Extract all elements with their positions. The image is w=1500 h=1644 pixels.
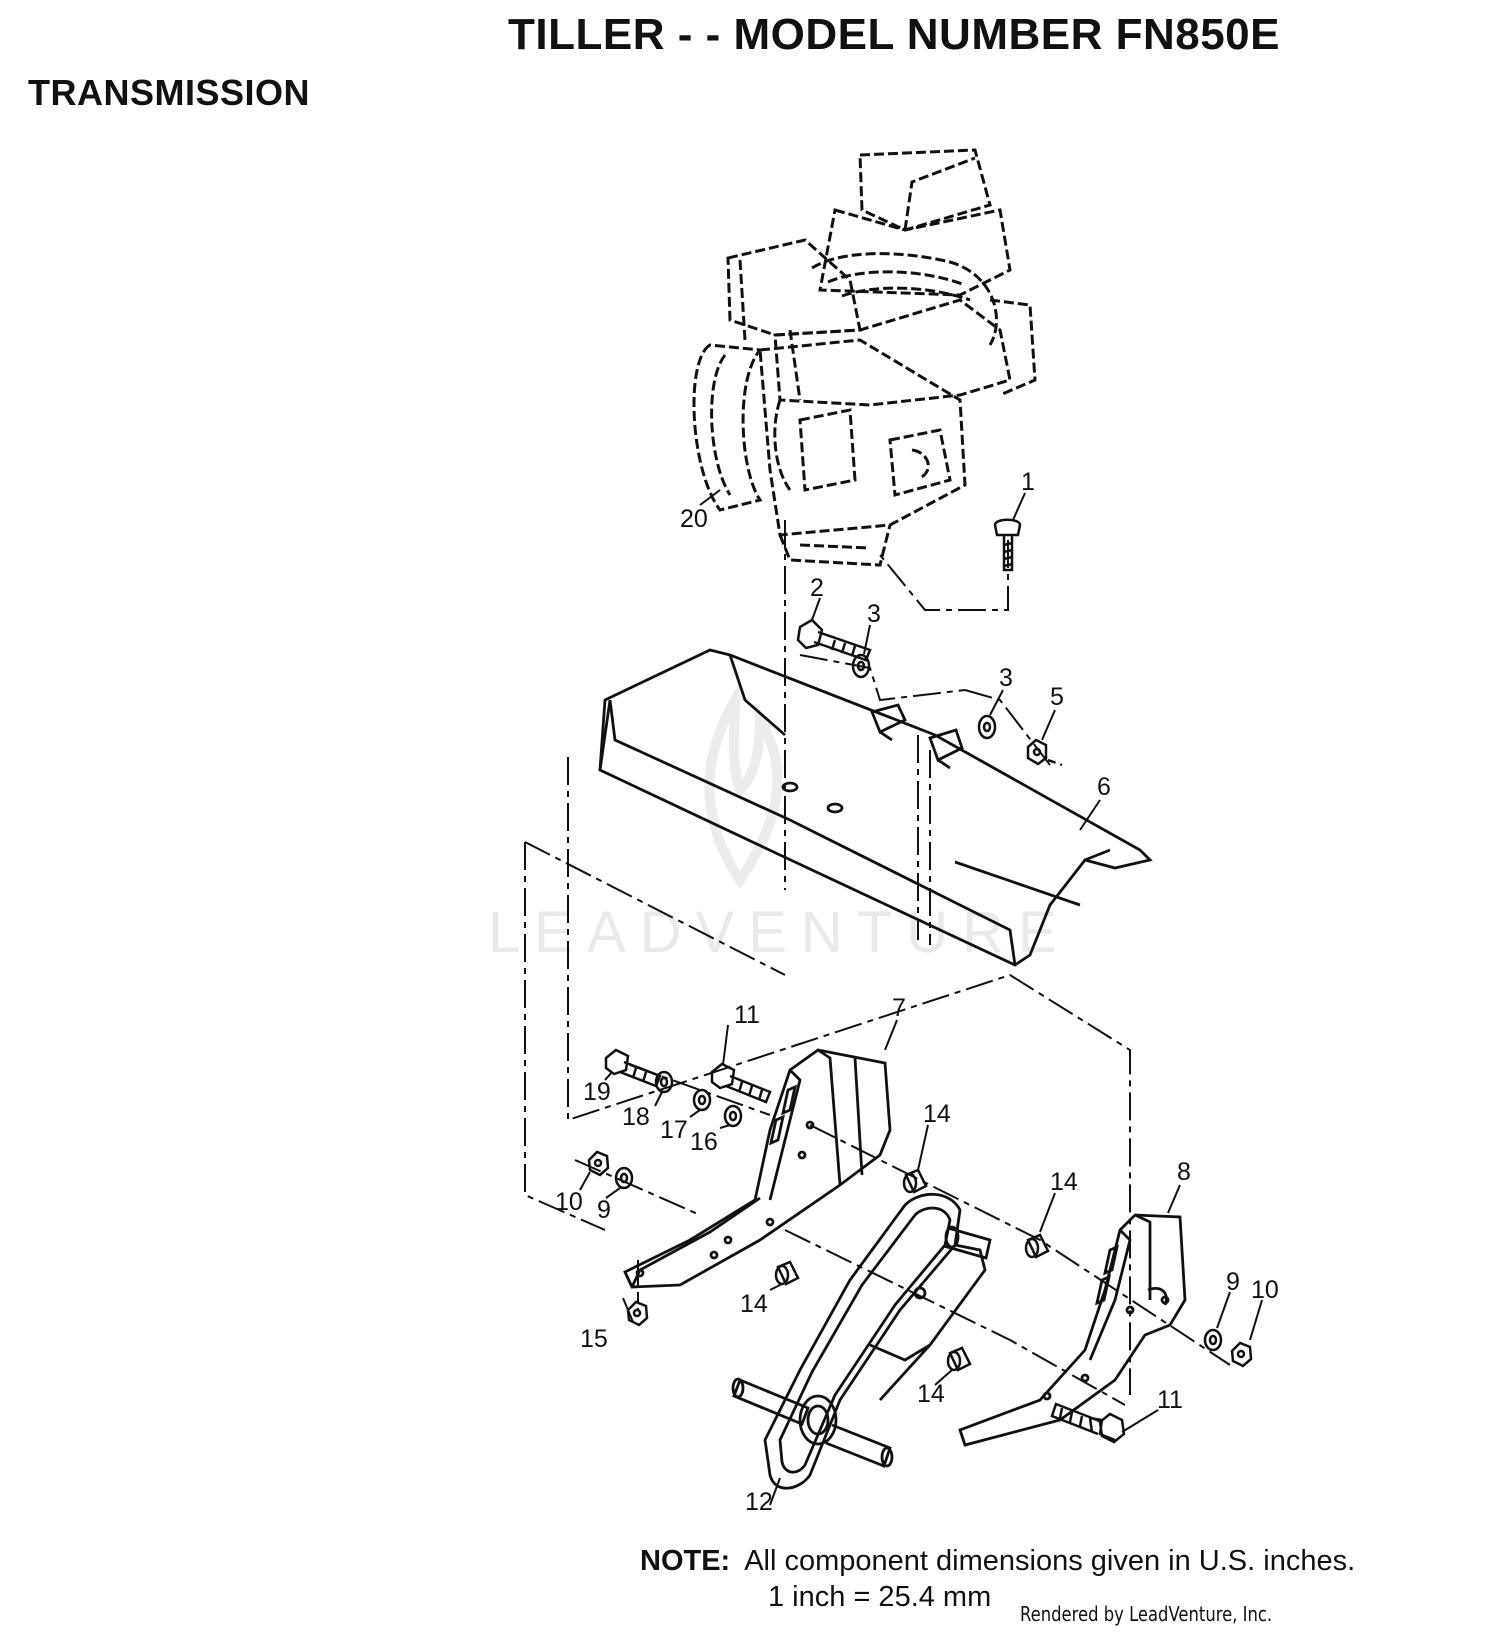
part-10-nut-right (1230, 1341, 1253, 1368)
watermark-flame-logo (704, 681, 783, 890)
part-3-washer-left (851, 653, 871, 679)
page-title: TILLER - - MODEL NUMBER FN850E (508, 10, 1281, 59)
dimension-note: NOTE: All component dimensions given in U… (640, 1545, 1355, 1577)
callout-7: 7 (892, 994, 906, 1022)
render-credit: Rendered by LeadVenture, Inc. (1020, 1602, 1273, 1626)
watermark-text: LEADVENTURE (488, 900, 1071, 965)
part-5-nut (1026, 738, 1063, 767)
callout-11-upper: 11 (734, 1001, 760, 1029)
callout-12: 12 (745, 1488, 773, 1516)
engine-outline (692, 148, 1037, 567)
callout-14-lower: 14 (917, 1380, 945, 1408)
callout-18: 18 (622, 1103, 650, 1131)
part-11-hex-bolt-lower (1050, 1402, 1126, 1444)
note-line-1: All component dimensions given in U.S. i… (744, 1545, 1356, 1577)
part-14-spacer-left (774, 1260, 800, 1286)
callout-16: 16 (690, 1128, 718, 1156)
callout-2: 2 (810, 574, 824, 602)
part-16-washer (723, 1104, 743, 1128)
part-12-transmission (731, 1192, 992, 1490)
callout-10-left: 10 (555, 1188, 583, 1216)
callout-14-right: 14 (1050, 1168, 1078, 1196)
part-3-washer-right (977, 714, 997, 740)
callout-19: 19 (583, 1078, 611, 1106)
part-17-lock-washer (692, 1088, 712, 1112)
callout-10-right: 10 (1251, 1276, 1279, 1304)
callout-20: 20 (680, 505, 708, 533)
part-7-left-bracket (623, 1048, 892, 1289)
callout-labels: 1 2 3 3 5 6 7 8 9 10 11 11 12 14 14 14 1… (555, 468, 1279, 1516)
callout-5: 5 (1050, 683, 1064, 711)
part-14-spacer-upper (902, 1168, 928, 1194)
callout-1: 1 (1021, 468, 1035, 496)
callout-11-lower: 11 (1157, 1386, 1183, 1414)
part-8-right-bracket (958, 1213, 1187, 1447)
part-11-hex-bolt-upper (710, 1062, 772, 1104)
part-14-spacer-lower (946, 1346, 972, 1372)
callout-14-upper: 14 (923, 1100, 951, 1128)
part-9-washer-left (614, 1166, 634, 1190)
part-9-washer-right (1203, 1328, 1223, 1352)
callout-14-left: 14 (740, 1290, 768, 1318)
callout-15: 15 (580, 1325, 608, 1353)
part-6-tine-shield (598, 648, 1153, 967)
part-19-hex-bolt (604, 1048, 662, 1088)
part-14-spacer-right (1024, 1233, 1050, 1259)
callout-3-left: 3 (867, 600, 881, 628)
callout-leaders (579, 489, 1263, 1506)
callout-17: 17 (660, 1116, 688, 1144)
callout-6: 6 (1097, 773, 1111, 801)
note-line-2: 1 inch = 25.4 mm (768, 1581, 992, 1613)
callout-8: 8 (1177, 1158, 1191, 1186)
part-1-carriage-bolt (993, 518, 1022, 572)
section-title: TRANSMISSION (28, 72, 311, 113)
callout-9-right: 9 (1226, 1268, 1240, 1296)
note-label: NOTE: (640, 1545, 731, 1577)
part-10-nut-left (587, 1150, 610, 1177)
part-18-washer (654, 1070, 674, 1094)
part-15-nut (626, 1300, 649, 1327)
callout-3-right: 3 (999, 664, 1013, 692)
watermark: LEADVENTURE (488, 681, 1071, 965)
callout-9-left: 9 (597, 1196, 611, 1224)
